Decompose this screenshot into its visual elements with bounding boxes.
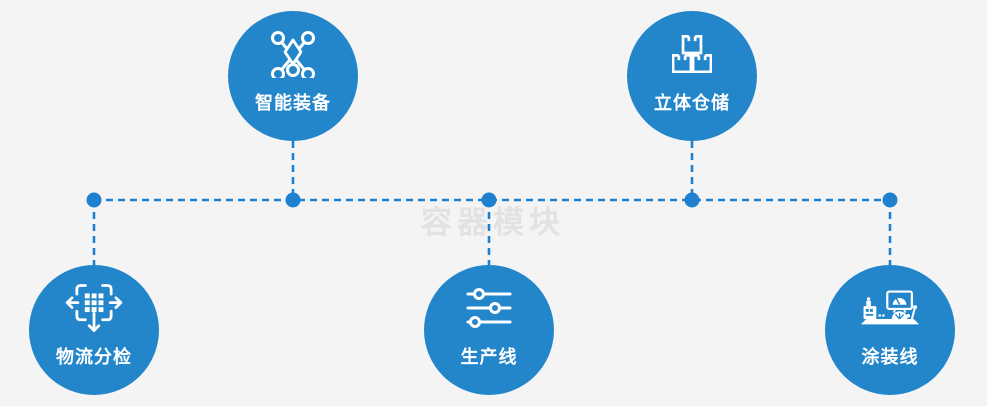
network-nodes-icon <box>269 27 317 81</box>
watermark-text: 容器模块 <box>421 205 565 241</box>
stacked-boxes-icon <box>672 27 712 81</box>
junction-dots <box>86 192 898 208</box>
diagram-node-production-line: 生产线 <box>424 265 554 395</box>
node-label: 物流分检 <box>56 347 132 368</box>
diagram-node-smart-equipment: 智能装备 <box>228 11 358 141</box>
node-label: 立体仓储 <box>654 93 730 114</box>
diagram-node-coating-line: 涂装线 <box>825 265 955 395</box>
sorting-arrows-icon <box>64 281 124 335</box>
diagram-node-logistics-sorting: 物流分检 <box>29 265 159 395</box>
node-label: 涂装线 <box>861 347 919 368</box>
node-label: 智能装备 <box>255 93 331 114</box>
control-station-icon <box>859 281 921 335</box>
sliders-icon <box>465 281 513 335</box>
diagram-node-stereo-warehouse: 立体仓储 <box>627 11 757 141</box>
node-label: 生产线 <box>460 347 518 368</box>
